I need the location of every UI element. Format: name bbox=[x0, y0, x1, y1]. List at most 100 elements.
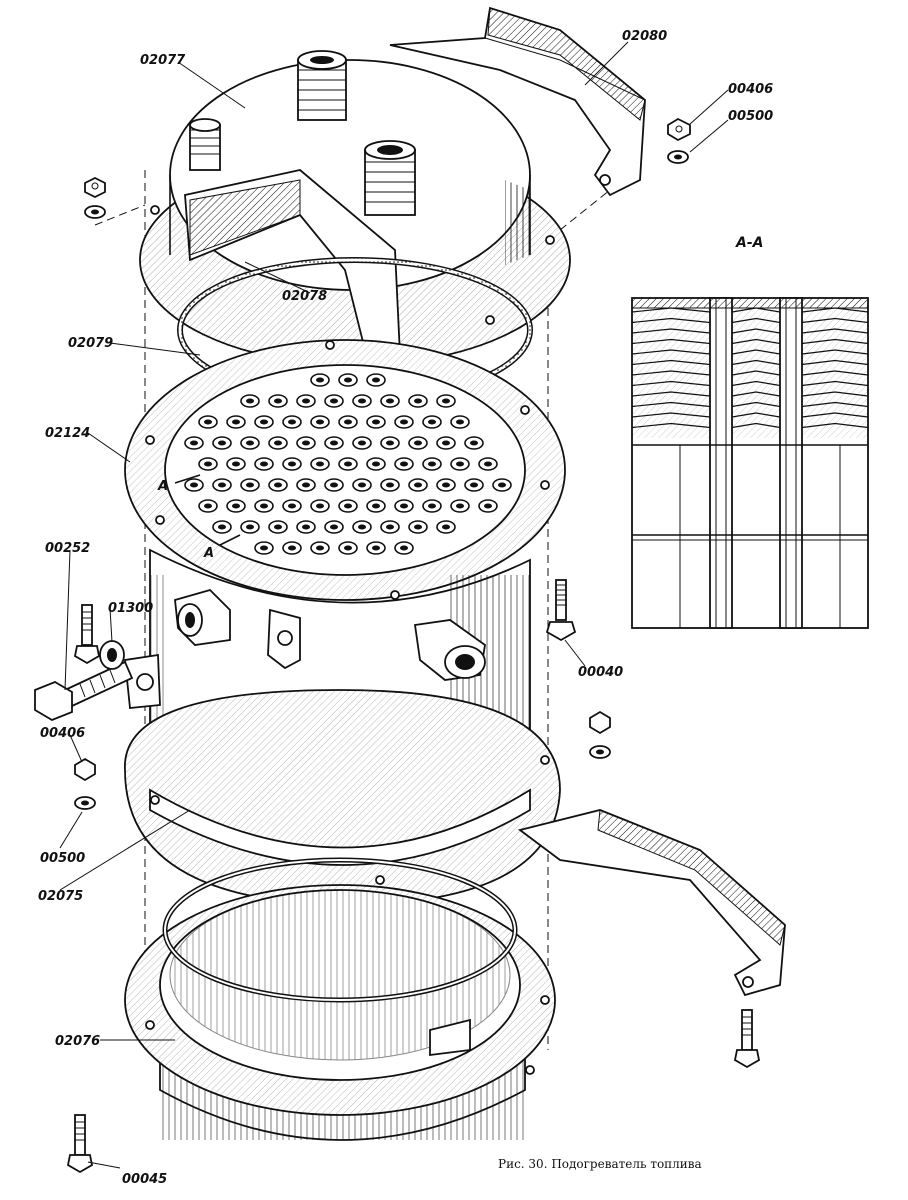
tube-bore bbox=[372, 377, 380, 383]
screw-bottom-right bbox=[733, 1009, 761, 1069]
tube-bore bbox=[358, 398, 366, 404]
section-fin bbox=[731, 391, 781, 397]
section-fin bbox=[731, 317, 781, 324]
tube-bore bbox=[456, 503, 464, 509]
tube-bore bbox=[372, 503, 380, 509]
section-mark-top bbox=[174, 474, 201, 484]
tube-bore bbox=[260, 503, 268, 509]
tube-bore bbox=[386, 398, 394, 404]
leader-dash bbox=[559, 189, 611, 231]
label-01300: 01300 bbox=[108, 601, 153, 616]
section-fin bbox=[801, 391, 869, 397]
tube-bore bbox=[274, 524, 282, 530]
tube-bore bbox=[498, 482, 506, 488]
tube-bore bbox=[232, 419, 240, 425]
tube-bore bbox=[288, 503, 296, 509]
tube-bore bbox=[246, 482, 254, 488]
label-00406-top: 00406 bbox=[728, 82, 773, 97]
tube-bore bbox=[302, 482, 310, 488]
tube-bore bbox=[414, 482, 422, 488]
tube-bore bbox=[260, 545, 268, 551]
tube-bore bbox=[386, 440, 394, 446]
tube-bore bbox=[302, 524, 310, 530]
tube-bore bbox=[442, 440, 450, 446]
tube-bore bbox=[316, 503, 324, 509]
section-fin bbox=[731, 338, 781, 345]
tube-bore bbox=[246, 398, 254, 404]
section-fin bbox=[801, 370, 869, 376]
tube-plate-02124 bbox=[124, 339, 566, 601]
tube-bore bbox=[372, 461, 380, 467]
section-fin bbox=[731, 328, 781, 334]
tube-bore bbox=[358, 482, 366, 488]
section-fin bbox=[631, 317, 711, 324]
tube-bore bbox=[400, 545, 408, 551]
tube-bore bbox=[442, 524, 450, 530]
leader-dash bbox=[94, 204, 146, 226]
shell-mount-lug bbox=[267, 608, 301, 670]
nut-washer-top-right bbox=[667, 117, 691, 164]
section-fin bbox=[631, 359, 711, 366]
section-fin bbox=[801, 401, 869, 408]
tube-bore bbox=[260, 461, 268, 467]
section-a-a bbox=[631, 297, 869, 629]
tube-bore bbox=[428, 461, 436, 467]
section-fin bbox=[631, 401, 711, 408]
tube-bore bbox=[246, 440, 254, 446]
tube-bore bbox=[344, 545, 352, 551]
tube-bore bbox=[288, 419, 296, 425]
section-fin bbox=[731, 412, 781, 418]
tube-bore bbox=[344, 377, 352, 383]
section-fin bbox=[631, 338, 711, 345]
cap-fitting-left bbox=[189, 118, 221, 171]
tube-bore bbox=[442, 482, 450, 488]
label-02124: 02124 bbox=[45, 426, 90, 441]
section-fin bbox=[631, 349, 711, 355]
section-fin bbox=[731, 349, 781, 355]
section-fin bbox=[631, 391, 711, 397]
tube-bore bbox=[316, 545, 324, 551]
tube-bore bbox=[246, 524, 254, 530]
top-cap-02077 bbox=[139, 50, 571, 367]
section-fin bbox=[801, 349, 869, 355]
section-mark-label-top: А bbox=[157, 479, 168, 494]
nut-washer-mid-left bbox=[74, 757, 96, 810]
tube-bore bbox=[330, 440, 338, 446]
tube-bore bbox=[218, 482, 226, 488]
section-fin bbox=[801, 359, 869, 366]
screw-00040 bbox=[545, 579, 577, 642]
nut-washer-top-left bbox=[84, 176, 106, 219]
nut-washer-mid-right bbox=[589, 710, 611, 759]
shell-side-fitting-upper-right bbox=[413, 619, 486, 681]
tube-bore bbox=[344, 503, 352, 509]
tube-bore bbox=[386, 524, 394, 530]
tube-bore bbox=[218, 440, 226, 446]
section-fin bbox=[731, 359, 781, 366]
section-fin bbox=[801, 412, 869, 418]
section-fin bbox=[631, 412, 711, 418]
section-mark-bottom bbox=[219, 534, 241, 546]
tube-bore bbox=[190, 440, 198, 446]
tube-bore bbox=[344, 419, 352, 425]
section-fin bbox=[801, 317, 869, 324]
label-02079: 02079 bbox=[68, 336, 113, 351]
tube-bore bbox=[428, 419, 436, 425]
tube-bore bbox=[442, 398, 450, 404]
section-fin bbox=[631, 328, 711, 334]
tube-bore bbox=[330, 482, 338, 488]
tube-bore bbox=[232, 461, 240, 467]
tube-bore bbox=[288, 545, 296, 551]
cap-fitting-center bbox=[297, 50, 347, 121]
tube-bore bbox=[344, 461, 352, 467]
section-fin bbox=[801, 422, 869, 429]
tube-bore bbox=[330, 398, 338, 404]
tube-bore bbox=[386, 482, 394, 488]
tube-bore bbox=[414, 440, 422, 446]
leader-lines bbox=[59, 41, 729, 1169]
tube-bore bbox=[428, 503, 436, 509]
tube-bore bbox=[372, 419, 380, 425]
section-fin bbox=[731, 401, 781, 408]
tube-bore bbox=[302, 440, 310, 446]
section-fin bbox=[801, 380, 869, 387]
label-00045: 00045 bbox=[122, 1172, 167, 1187]
